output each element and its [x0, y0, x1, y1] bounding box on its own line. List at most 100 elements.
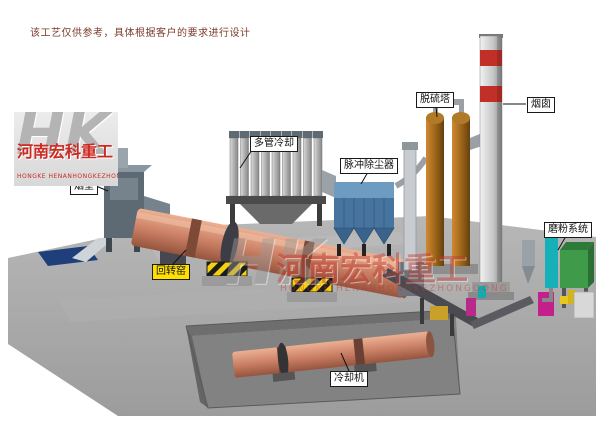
girth-gear	[220, 221, 239, 269]
inclined-conveyor	[382, 268, 478, 326]
cyan-unit	[478, 286, 486, 298]
magenta-unit	[466, 298, 476, 316]
desulfurization-tower-1	[426, 118, 444, 266]
cooling-ring	[353, 338, 366, 366]
dust-collector-hopper	[373, 227, 395, 245]
chimney-shade	[497, 36, 502, 284]
smoke-chamber-leg	[106, 238, 112, 252]
elevator-shaft	[403, 147, 417, 271]
cooler-tube	[313, 137, 323, 197]
cooler-tube-cap	[292, 131, 302, 138]
label-chimney: 烟囱	[527, 97, 555, 113]
cooler-tube-cap	[302, 131, 313, 138]
bucket-elevator-equipment	[402, 142, 418, 271]
cooler-tube-cap	[313, 131, 323, 138]
transfer-conveyor	[470, 296, 534, 329]
kiln-shell	[131, 208, 411, 298]
tower-to-chimney-duct	[470, 133, 482, 150]
discharge-chute	[72, 238, 114, 262]
desulfurization-tower-equipment	[420, 99, 482, 274]
cooler-leg	[317, 204, 322, 226]
cooling-end-cap	[426, 331, 435, 358]
kiln-tyre	[184, 218, 202, 258]
dust-collector-leg	[387, 244, 391, 256]
logo-brand-text: 河南宏科重工	[17, 142, 114, 161]
cooler-tube-cap	[271, 131, 281, 138]
label-desulfurization-tower: 脱硫塔	[416, 92, 454, 108]
grinder-pipe	[542, 288, 553, 302]
cooler-tube	[303, 137, 312, 197]
dust-collector-hopper	[333, 227, 355, 245]
cooler-tube-cap	[281, 131, 292, 138]
kiln-tyre	[297, 240, 315, 280]
mill-box	[560, 250, 588, 288]
disclaimer-text: 该工艺仅供参考，具体根据客户的要求进行设计	[30, 28, 251, 39]
leader-multi-tube-cooler	[239, 149, 253, 169]
cooler-tube	[240, 137, 249, 197]
tower-dome	[426, 112, 444, 124]
grinding-system-equipment	[522, 226, 595, 319]
grinder-column	[545, 230, 558, 288]
label-rotary-kiln: 回转窑	[152, 264, 190, 280]
cooler-outlet-duct	[322, 170, 336, 198]
cooler-tube	[229, 137, 239, 197]
cooling-support	[354, 363, 377, 374]
kiln-pier-hazard	[206, 261, 248, 277]
cyclone-body	[522, 240, 535, 266]
leader-smoke-chamber	[95, 185, 109, 192]
pit-back-wall	[186, 310, 456, 336]
cooling-support-ring	[277, 342, 289, 377]
cooler-tube-cap	[239, 131, 250, 138]
conveyor-equipment	[382, 268, 534, 336]
pipe-elbow-yellow	[560, 296, 572, 304]
pipe-elbow-yellow	[568, 290, 576, 304]
elevator-head	[402, 142, 418, 150]
dust-collector-panels	[343, 198, 385, 228]
label-pulse-dust-collector: 脉冲除尘器	[340, 158, 398, 174]
company-logo: HK 河南宏科重工 HONGKE HENANHONGKEZHONGGONG	[14, 112, 118, 186]
mill-box-side	[588, 242, 594, 288]
cooling-support	[272, 371, 296, 382]
dust-collector-hopper	[353, 227, 375, 245]
smoke-chamber-stack	[118, 148, 128, 168]
cooler-tube-cap	[229, 131, 239, 138]
mill-box-top	[560, 242, 594, 250]
label-grinding-system: 磨粉系统	[544, 222, 592, 238]
tower-base	[420, 264, 478, 274]
leader-cooling-machine	[340, 352, 350, 372]
cooler-tube-cap	[260, 131, 271, 138]
logo-subtext: HONGKE HENANHONGKEZHONGGONG	[17, 173, 118, 180]
chimney-equipment	[468, 34, 514, 300]
tower-top-pipe	[459, 102, 464, 120]
tower-top-pipe	[433, 102, 438, 120]
logo-monogram: HK	[16, 112, 110, 168]
kiln-pier-base	[287, 292, 337, 302]
cooler-tube-cap	[250, 131, 260, 138]
chimney-base-step	[468, 292, 514, 300]
dust-collector-leg	[362, 244, 366, 256]
kiln-pier-base	[202, 276, 252, 286]
cyclone-cone	[522, 266, 535, 284]
label-multi-tube-cooler: 多管冷却	[250, 136, 298, 152]
leader-rotary-kiln	[172, 249, 187, 265]
leader-grinding-system	[557, 235, 567, 251]
kiln-highlight	[136, 211, 411, 271]
conveyor-leg	[450, 314, 454, 336]
chimney-red-band	[480, 50, 502, 66]
label-cooling-machine: 冷却机	[330, 371, 368, 387]
leader-pulse-dust-collector	[360, 171, 369, 185]
pit-edge	[185, 309, 461, 409]
dust-collector-leg	[337, 244, 341, 256]
pulse-dust-collector-equipment	[333, 156, 429, 256]
chimney-red-band	[480, 86, 502, 102]
tower-dome	[452, 112, 470, 124]
cooler-hopper	[240, 204, 312, 224]
control-cabinet	[573, 291, 595, 319]
cooling-machine-equipment	[232, 331, 435, 382]
conveyor-leg	[420, 298, 424, 324]
feeder-box	[430, 306, 448, 320]
desulfurization-tower-2	[452, 118, 470, 266]
cooler-frame	[226, 196, 326, 204]
